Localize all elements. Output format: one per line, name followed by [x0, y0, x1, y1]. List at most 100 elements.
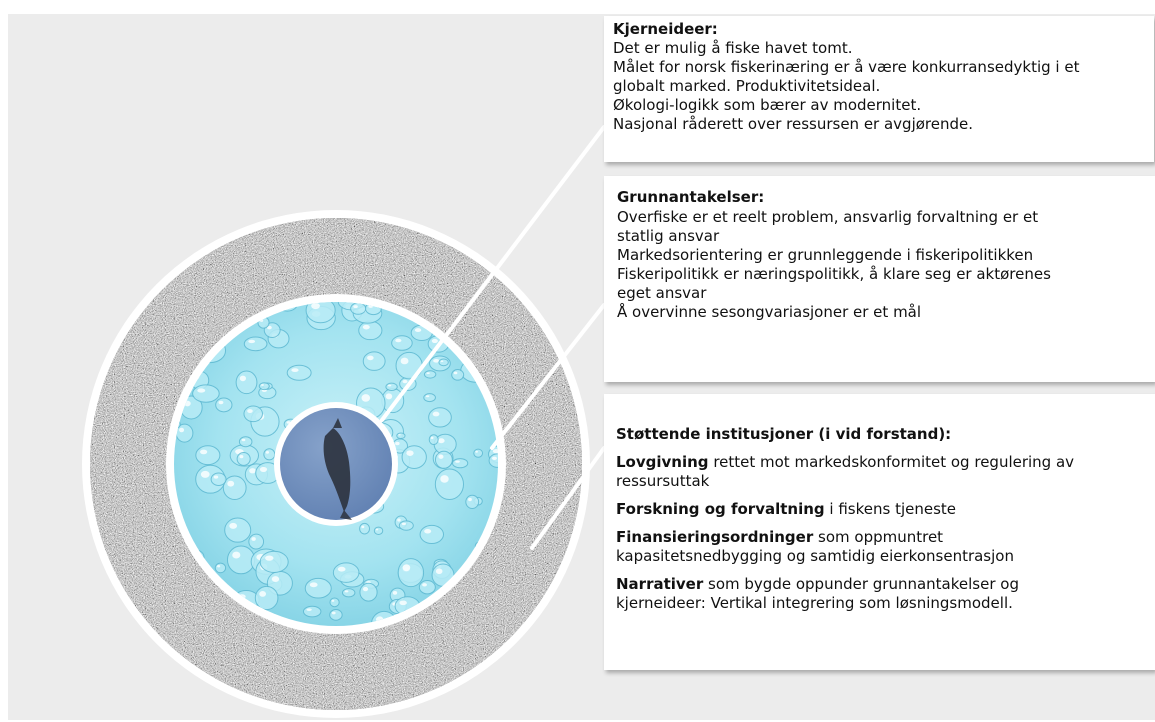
water-drop	[397, 433, 405, 439]
water-drop	[305, 578, 331, 598]
assumptions-line: eget ansvar	[617, 284, 1155, 303]
water-drop-highlight	[361, 526, 364, 529]
water-drop-highlight	[179, 428, 184, 432]
water-drop-highlight	[200, 450, 207, 455]
water-drop	[419, 580, 435, 593]
water-drop-highlight	[431, 437, 434, 439]
water-drop-highlight	[454, 372, 458, 375]
water-drop-highlight	[332, 600, 335, 602]
water-drop-highlight	[332, 612, 336, 615]
water-drop-highlight	[426, 395, 429, 397]
water-drop-highlight	[403, 380, 408, 383]
water-drop	[392, 336, 413, 351]
institution-item-lovgivning: Lovgivning rettet mot markedskonformitet…	[616, 453, 1155, 491]
water-drop-highlight	[361, 394, 370, 402]
institution-item-text: kjerneideer: Vertikal integrering som lø…	[616, 594, 1155, 613]
water-drop-highlight	[239, 455, 243, 458]
water-drop-highlight	[307, 608, 312, 611]
water-drop-highlight	[401, 358, 409, 365]
water-drop-highlight	[395, 339, 401, 343]
water-drop-highlight	[353, 305, 358, 308]
water-drop	[225, 518, 251, 542]
institution-item-text: i fiskens tjeneste	[825, 500, 956, 518]
water-drop-highlight	[217, 565, 220, 567]
water-drop	[424, 394, 436, 402]
water-drop-highlight	[388, 385, 391, 387]
core-ideas-heading: Kjerneideer:	[613, 20, 1154, 39]
core-ideas-line: Målet for norsk fiskerinæring er å være …	[613, 58, 1154, 77]
water-drop	[435, 451, 452, 468]
water-drop-highlight	[395, 442, 400, 446]
institution-item-text: som bygde oppunder grunnantakelser og	[703, 575, 1019, 593]
water-drop	[223, 476, 246, 500]
water-drop	[237, 452, 250, 465]
water-drop-highlight	[393, 591, 397, 595]
water-drop-highlight	[291, 368, 298, 372]
water-drop-highlight	[386, 393, 393, 399]
water-drop	[303, 606, 320, 617]
institution-item-bold: Lovgivning	[616, 453, 709, 471]
water-drop	[259, 383, 269, 390]
institution-item-text: som oppmuntret	[813, 528, 943, 546]
water-drop-highlight	[438, 455, 443, 459]
institutions-heading: Støttende institusjoner (i vid forstand)…	[616, 425, 1155, 444]
water-drop-highlight	[441, 360, 444, 362]
water-drop	[287, 365, 311, 380]
core-ideas-line: Det er mulig å fiske havet tomt.	[613, 39, 1154, 58]
water-drop	[360, 583, 377, 601]
core-ideas-line: Nasjonal råderett over ressursen er avgj…	[613, 115, 1154, 134]
water-drop-highlight	[214, 476, 218, 479]
institution-item-bold: Forskning og forvaltning	[616, 500, 825, 518]
assumptions-line: Overfiske er et reelt problem, ansvarlig…	[617, 208, 1155, 227]
water-drop-highlight	[310, 582, 318, 587]
water-drop	[244, 337, 267, 351]
water-drop	[196, 446, 220, 465]
water-drop	[429, 435, 438, 445]
water-drop-highlight	[247, 409, 253, 413]
water-drop-highlight	[402, 523, 406, 525]
water-drop-highlight	[455, 460, 460, 462]
water-drop	[260, 551, 288, 572]
water-drop	[249, 534, 264, 549]
water-drop-highlight	[227, 481, 234, 487]
water-drop-highlight	[367, 356, 374, 361]
water-drop-highlight	[219, 401, 224, 404]
water-drop	[474, 449, 483, 457]
institution-item-finansiering: Finansieringsordninger som oppmuntret ka…	[616, 528, 1155, 566]
water-drop-highlight	[345, 590, 349, 592]
water-drop	[351, 303, 366, 314]
institution-item-bold: Narrativer	[616, 575, 703, 593]
water-drop-highlight	[424, 529, 431, 534]
water-drop-highlight	[363, 325, 370, 330]
water-drop	[360, 523, 370, 534]
institutions-box: Støttende institusjoner (i vid forstand)…	[604, 394, 1155, 670]
water-drop-highlight	[229, 523, 237, 529]
core-ideas-line: globalt marked. Produktivitetsideal.	[613, 77, 1154, 96]
water-drop	[374, 527, 382, 534]
institution-item-text: rettet mot markedskonformitet og reguler…	[709, 453, 1075, 471]
water-drop-highlight	[232, 552, 240, 559]
water-drop	[244, 406, 263, 422]
water-drop-highlight	[438, 438, 445, 443]
assumptions-line: Fiskeripolitikk er næringspolitikk, å kl…	[617, 265, 1155, 284]
assumptions-line: Å overvinne sesongvariasjoner er et mål	[617, 303, 1155, 322]
water-drop	[215, 563, 225, 573]
water-drop	[264, 449, 275, 460]
assumptions-line: Markedsorientering er grunnleggende i fi…	[617, 246, 1155, 265]
institution-item-forskning: Forskning og forvaltning i fiskens tjene…	[616, 500, 1155, 519]
water-drop	[466, 495, 479, 508]
water-drop-highlight	[433, 412, 440, 417]
water-drop-highlight	[242, 439, 246, 441]
water-drop-highlight	[311, 303, 320, 309]
water-drop	[236, 371, 257, 394]
water-drop-highlight	[468, 498, 472, 501]
water-drop-highlight	[492, 457, 497, 460]
water-drop-highlight	[397, 518, 401, 521]
water-drop-highlight	[265, 555, 273, 560]
core-ideas-line: Økologi-logikk som bærer av modernitet.	[613, 96, 1154, 115]
water-drop-highlight	[201, 471, 210, 478]
water-drop-highlight	[261, 384, 264, 386]
water-drop-highlight	[197, 388, 205, 392]
water-drop	[330, 610, 342, 621]
water-drop	[359, 321, 382, 340]
